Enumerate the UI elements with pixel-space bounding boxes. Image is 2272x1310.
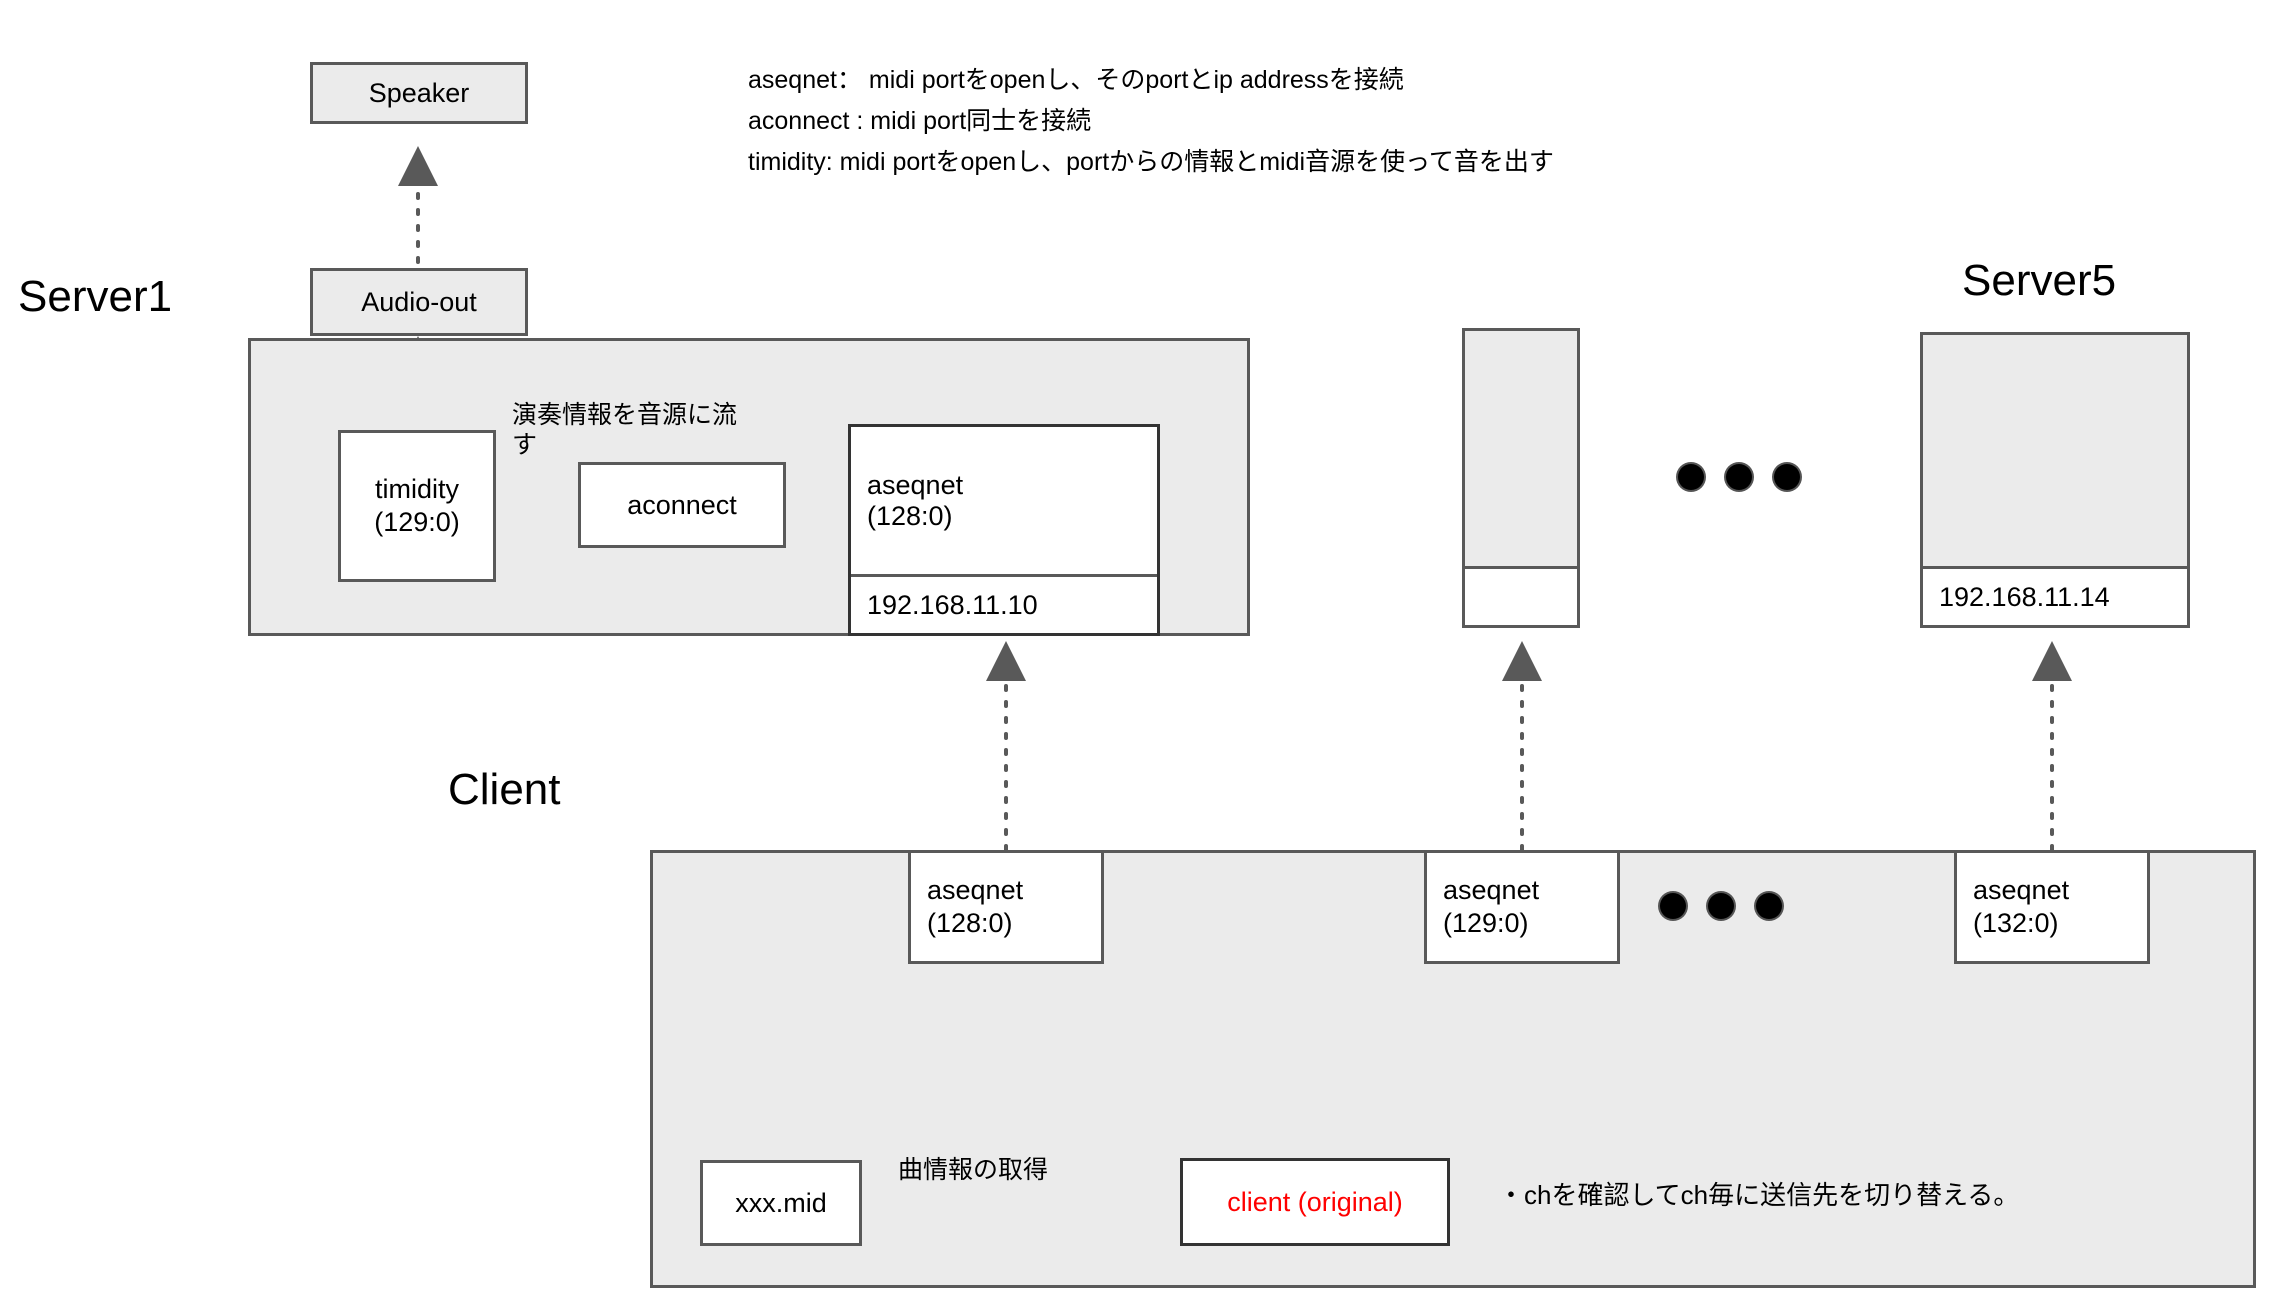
server1-ip: 192.168.11.10 (851, 577, 1157, 633)
server-middle-node[interactable] (1462, 328, 1580, 628)
client-aseqnet-129[interactable]: aseqnet (129:0) (1424, 850, 1620, 964)
server1-aseqnet-label: aseqnet (128:0) (867, 469, 964, 531)
server1-aseqnet-divider (851, 574, 1157, 577)
server5-label: Server5 (1962, 256, 2117, 305)
fetch-note: 曲情報の取得 (898, 1156, 1049, 1184)
ellipsis-dot (1756, 893, 1782, 919)
ellipsis-dot (1774, 464, 1800, 490)
legend-line-1: aseqnet： midi portをopenし、そのportとip addre… (748, 66, 1404, 94)
client-label: Client (448, 765, 561, 814)
server5-divider (1923, 566, 2187, 569)
client-aseqnet-132[interactable]: aseqnet (132:0) (1954, 850, 2150, 964)
server5-ip: 192.168.11.14 (1923, 569, 2187, 625)
servers-ellipsis (1678, 464, 1800, 490)
server5-node[interactable]: 192.168.11.14 (1920, 332, 2190, 628)
server1-aseqnet-node[interactable]: aseqnet (128:0) 192.168.11.10 (848, 424, 1160, 636)
server-middle-ip (1465, 569, 1577, 625)
legend-line-2: aconnect : midi port同士を接続 (748, 107, 1092, 135)
midi-file-node[interactable]: xxx.mid (700, 1160, 862, 1246)
ch-note: ・chを確認してch毎に送信先を切り替える。 (1498, 1180, 2020, 1210)
flow-note: 演奏情報を音源に流 す (512, 401, 738, 459)
client-ellipsis (1660, 893, 1782, 919)
speaker-node[interactable]: Speaker (310, 62, 528, 124)
ellipsis-dot (1678, 464, 1704, 490)
server-middle-body (1465, 331, 1577, 566)
server-middle-divider (1465, 566, 1577, 569)
server5-body (1923, 335, 2187, 566)
ellipsis-dot (1660, 893, 1686, 919)
server1-label: Server1 (18, 272, 173, 321)
client-aseqnet-128[interactable]: aseqnet (128:0) (908, 850, 1104, 964)
audio-out-node[interactable]: Audio-out (310, 268, 528, 336)
client-app-node[interactable]: client (original) (1180, 1158, 1450, 1246)
ellipsis-dot (1708, 893, 1734, 919)
legend-line-3: timidity: midi portをopenし、portからの情報とmidi… (748, 148, 1554, 176)
ellipsis-dot (1726, 464, 1752, 490)
aconnect-node[interactable]: aconnect (578, 462, 786, 548)
timidity-node[interactable]: timidity (129:0) (338, 430, 496, 582)
